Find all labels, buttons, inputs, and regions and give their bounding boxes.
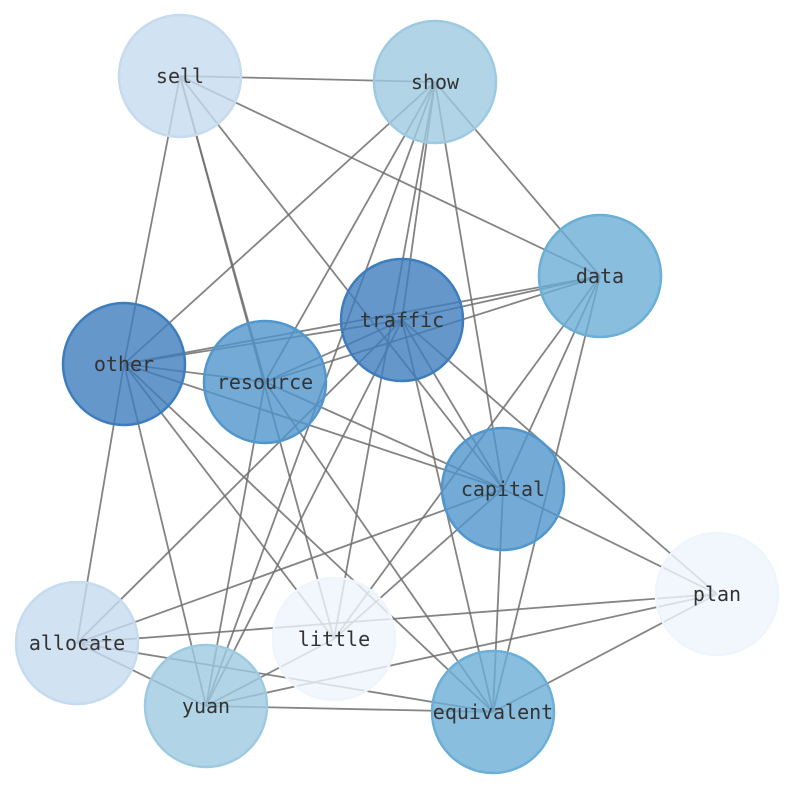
node-label: yuan (182, 694, 230, 718)
node-show[interactable]: show (372, 19, 498, 145)
node-label: equivalent (433, 700, 553, 724)
node-other[interactable]: other (61, 301, 187, 427)
node-label: sell (156, 64, 204, 88)
node-traffic[interactable]: traffic (339, 257, 465, 383)
node-circle (202, 319, 328, 445)
node-label: traffic (360, 308, 444, 332)
node-circle (654, 531, 780, 657)
edge-traffic-yuan (205, 319, 403, 707)
edge-plan-allocate (76, 593, 718, 644)
node-circle (537, 213, 663, 339)
node-label: capital (461, 477, 545, 501)
node-label: little (298, 627, 370, 651)
nodes-layer: sell show data traffic other resource capital p… (14, 13, 780, 775)
edge-capital-allocate (76, 488, 504, 644)
edge-resource-equivalent (264, 381, 494, 713)
edge-traffic-plan (401, 319, 718, 595)
node-circle (271, 576, 397, 702)
node-circle (61, 301, 187, 427)
edge-other-capital (123, 363, 504, 490)
node-label: allocate (29, 631, 125, 655)
node-allocate[interactable]: allocate (14, 580, 140, 706)
node-equivalent[interactable]: equivalent (430, 649, 556, 775)
node-capital[interactable]: capital (440, 426, 566, 552)
node-plan[interactable]: plan (654, 531, 780, 657)
node-circle (440, 426, 566, 552)
node-resource[interactable]: resource (202, 319, 328, 445)
node-sell[interactable]: sell (117, 13, 243, 139)
node-circle (430, 649, 556, 775)
node-circle (117, 13, 243, 139)
edge-show-other (123, 81, 436, 365)
edge-sell-capital (179, 75, 504, 490)
node-data[interactable]: data (537, 213, 663, 339)
edge-plan-yuan (205, 593, 718, 707)
node-label: resource (217, 370, 313, 394)
edge-sell-data (179, 75, 601, 277)
edge-allocate-equivalent (76, 642, 494, 713)
node-label: data (576, 264, 624, 288)
node-circle (339, 257, 465, 383)
node-label: plan (693, 582, 741, 606)
node-circle (372, 19, 498, 145)
node-little[interactable]: little (271, 576, 397, 702)
edge-other-equivalent (123, 363, 494, 713)
node-yuan[interactable]: yuan (143, 643, 269, 769)
node-label: show (411, 70, 460, 94)
node-circle (143, 643, 269, 769)
edge-show-capital (434, 81, 504, 490)
node-circle (14, 580, 140, 706)
node-label: other (94, 352, 154, 376)
edge-traffic-allocate (76, 319, 403, 644)
